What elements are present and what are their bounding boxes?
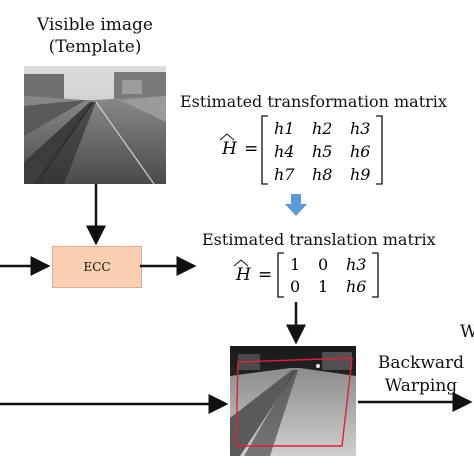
ecc-label: ECC: [83, 260, 111, 274]
ecc-box: ECC: [52, 246, 142, 288]
transformation-matrix-title: Estimated transformation matrix: [180, 92, 447, 111]
translation-entries: 1 0 h3 0 1 h6: [290, 255, 366, 296]
matrix-entry: h5: [312, 142, 332, 161]
transformation-h-symbol: H: [221, 139, 238, 159]
translation-equals: =: [258, 265, 272, 285]
template-road-image: [24, 66, 166, 184]
transformation-matrix: H = h1 h2 h3 h4 h5 h6 h7 h8 h9: [219, 115, 383, 185]
edge-cut-text: W: [460, 322, 474, 342]
template-caption-line1: Visible image: [37, 15, 153, 35]
warp-region-outline: [235, 357, 353, 447]
matrix-entry: h6: [346, 277, 366, 296]
matrix-entry: h3: [346, 255, 366, 274]
matrix-entry: h9: [350, 165, 370, 184]
matrix-entry: 1: [290, 255, 300, 274]
translation-matrix-title: Estimated translation matrix: [202, 230, 436, 249]
matrix-entry: h1: [274, 119, 294, 138]
translation-left-bracket: [277, 252, 284, 298]
warped-thermal-image: [230, 346, 356, 456]
matrix-entry: h7: [274, 165, 295, 184]
template-caption-line2: (Template): [48, 37, 142, 57]
translation-right-bracket: [372, 252, 379, 298]
matrix-entry: 1: [318, 277, 328, 296]
matrix-entry: 0: [290, 277, 300, 296]
translation-hat-icon: [233, 259, 249, 267]
blue-down-arrow-icon: [285, 194, 307, 216]
warping-line1: Backward: [377, 353, 465, 373]
matrix-entry: h2: [312, 119, 332, 138]
warping-line2: Warping: [384, 376, 458, 396]
template-caption: Visible image (Template): [30, 14, 160, 58]
matrix-entry: h4: [274, 142, 294, 161]
matrix-entry: h6: [350, 142, 370, 161]
backward-warping-label: Backward Warping: [372, 352, 470, 398]
transformation-hat-icon: [219, 133, 235, 141]
transformation-right-bracket: [376, 115, 383, 185]
matrix-entry: 0: [318, 255, 328, 274]
matrix-entry: h8: [312, 165, 332, 184]
transformation-entries: h1 h2 h3 h4 h5 h6 h7 h8 h9: [274, 119, 370, 184]
translation-matrix: H = 1 0 h3 0 1 h6: [233, 252, 379, 298]
translation-h-symbol: H: [235, 265, 252, 285]
transformation-left-bracket: [261, 115, 268, 185]
matrix-entry: h3: [350, 119, 370, 138]
transformation-equals: =: [244, 139, 258, 159]
